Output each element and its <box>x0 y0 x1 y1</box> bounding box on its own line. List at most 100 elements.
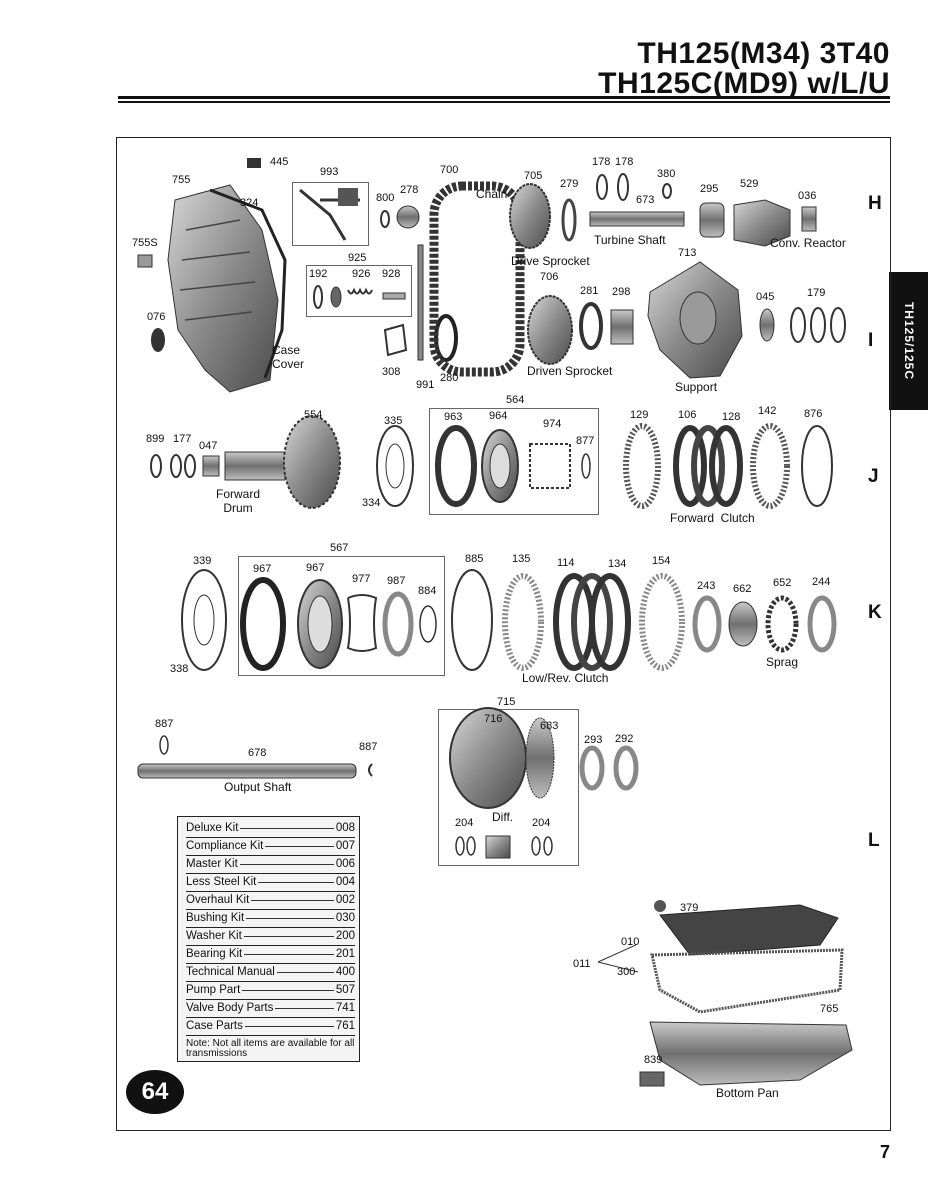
part-label[interactable]: 339 <box>193 555 212 567</box>
part-label[interactable]: 379 <box>680 902 699 914</box>
caption-forward-drum: Forward Drum <box>216 487 261 515</box>
part-label[interactable]: 564 <box>506 394 525 406</box>
part-label[interactable]: 129 <box>630 409 649 421</box>
part-label[interactable]: 678 <box>248 747 267 759</box>
part-label[interactable]: 885 <box>465 553 484 565</box>
kit-code: 400 <box>335 966 355 978</box>
part-label[interactable]: 142 <box>758 405 777 417</box>
part-label[interactable]: 755S <box>132 237 158 249</box>
part-label[interactable]: 876 <box>804 408 823 420</box>
part-label[interactable]: 554 <box>304 409 323 421</box>
part-label[interactable]: 243 <box>697 580 716 592</box>
part-label[interactable]: 967 <box>253 563 272 575</box>
part-label[interactable]: 047 <box>199 440 218 452</box>
part-label[interactable]: 036 <box>798 190 817 202</box>
part-label[interactable]: 683 <box>540 720 559 732</box>
part-label[interactable]: 010 <box>621 936 640 948</box>
part-label[interactable]: 445 <box>270 156 289 168</box>
kit-code: 201 <box>335 948 355 960</box>
part-label[interactable]: 334 <box>362 497 381 509</box>
caption-low-rev-clutch: Low/Rev. Clutch <box>522 671 609 685</box>
part-label[interactable]: 877 <box>576 435 595 447</box>
part-label[interactable]: 706 <box>540 271 559 283</box>
part-label[interactable]: 338 <box>170 663 189 675</box>
part-label[interactable]: 178 <box>592 156 611 168</box>
part-label[interactable]: 114 <box>557 557 575 569</box>
part-label[interactable]: 839 <box>644 1054 663 1066</box>
part-label[interactable]: 076 <box>147 311 166 323</box>
part-label[interactable]: 662 <box>733 583 752 595</box>
part-label[interactable]: 887 <box>155 718 174 730</box>
part-label[interactable]: 278 <box>400 184 419 196</box>
part-label[interactable]: 298 <box>612 286 631 298</box>
part-label[interactable]: 652 <box>773 577 792 589</box>
part-label[interactable]: 295 <box>700 183 719 195</box>
part-label[interactable]: 106 <box>678 409 697 421</box>
part-label[interactable]: 335 <box>384 415 403 427</box>
part-label[interactable]: 974 <box>543 418 562 430</box>
part-label[interactable]: 300 <box>617 966 636 978</box>
part-label[interactable]: 715 <box>497 696 516 708</box>
part-label[interactable]: 128 <box>722 411 741 423</box>
part-label[interactable]: 293 <box>584 734 603 746</box>
part-label[interactable]: 925 <box>348 252 367 264</box>
part-label[interactable]: 280 <box>440 372 459 384</box>
side-index-tab[interactable]: TH125/125C <box>889 272 928 410</box>
part-label[interactable]: 713 <box>678 247 697 259</box>
part-label[interactable]: 292 <box>615 733 634 745</box>
part-label[interactable]: 928 <box>382 268 401 280</box>
part-label[interactable]: 967 <box>306 562 325 574</box>
part-label[interactable]: 765 <box>820 1003 839 1015</box>
part-label[interactable]: 244 <box>812 576 831 588</box>
part-label[interactable]: 177 <box>173 433 192 445</box>
part-label[interactable]: 279 <box>560 178 579 190</box>
part-label[interactable]: 134 <box>608 558 627 570</box>
part-label[interactable]: 380 <box>657 168 676 180</box>
part-label[interactable]: 529 <box>740 178 759 190</box>
part-label[interactable]: 991 <box>416 379 435 391</box>
part-label[interactable]: 963 <box>444 411 463 423</box>
part-label[interactable]: 567 <box>330 542 349 554</box>
part-label[interactable]: 926 <box>352 268 371 280</box>
part-label[interactable]: 324 <box>240 197 259 209</box>
part-label[interactable]: 755 <box>172 174 191 186</box>
part-label[interactable]: 308 <box>382 366 401 378</box>
part-label[interactable]: 178 <box>615 156 634 168</box>
part-label[interactable]: 045 <box>756 291 775 303</box>
part-label[interactable]: 964 <box>489 410 508 422</box>
part-label[interactable]: 884 <box>418 585 437 597</box>
part-label[interactable]: 716 <box>484 713 503 725</box>
part-label[interactable]: 887 <box>359 741 378 753</box>
part-label[interactable]: 993 <box>320 166 339 178</box>
part-label[interactable]: 154 <box>652 555 671 567</box>
part-label[interactable]: 135 <box>512 553 531 565</box>
part-label[interactable]: 673 <box>636 194 655 206</box>
part-label[interactable]: 179 <box>807 287 826 299</box>
part-label[interactable]: 281 <box>580 285 599 297</box>
part-label[interactable]: 192 <box>309 268 328 280</box>
part-label[interactable]: 987 <box>387 575 406 587</box>
part-label[interactable]: 899 <box>146 433 165 445</box>
part-label[interactable]: 800 <box>376 192 395 204</box>
part-label[interactable]: 011 <box>573 958 591 970</box>
inset-box-567 <box>238 556 445 676</box>
header-rule-thick <box>118 96 890 99</box>
part-label[interactable]: 705 <box>524 170 543 182</box>
part-label[interactable]: 204 <box>532 817 551 829</box>
part-755s <box>137 254 153 268</box>
part-label[interactable]: 204 <box>455 817 474 829</box>
part-label[interactable]: 977 <box>352 573 371 585</box>
part-label[interactable]: 700 <box>440 164 459 176</box>
